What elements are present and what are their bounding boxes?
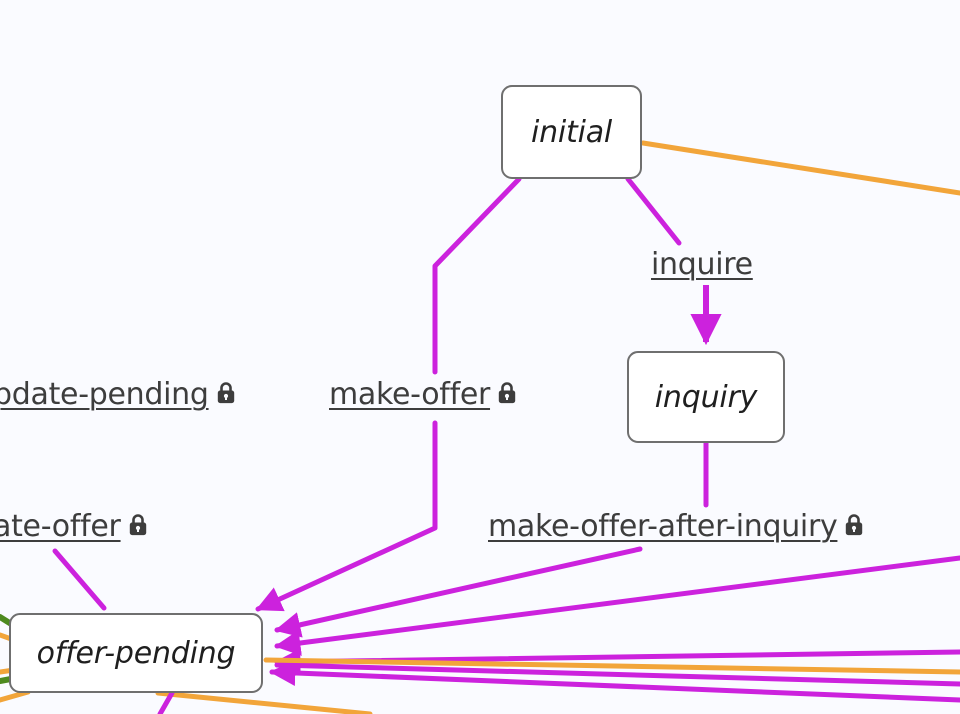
edge-incoming-offer-pending-c xyxy=(274,662,960,687)
state-label-inquiry: inquiry xyxy=(654,379,758,415)
transition-label-update-offer-text: ate-offer xyxy=(0,509,121,544)
state-label-offer-pending: offer-pending xyxy=(36,635,236,671)
lock-icon xyxy=(497,381,517,409)
state-node-initial[interactable]: initial xyxy=(501,85,642,179)
edge-offer-pending-bottom-out xyxy=(157,690,175,714)
state-label-initial: initial xyxy=(530,114,613,150)
lock-icon xyxy=(844,513,864,541)
edge-incoming-offer-pending-d xyxy=(269,659,960,703)
transition-label-make-offer-text: make-offer xyxy=(329,377,491,412)
edge-make-offer-to-offer-pending xyxy=(255,420,438,612)
transition-label-update-pending[interactable]: pdate-pending xyxy=(0,377,238,412)
lock-icon xyxy=(216,381,236,409)
transition-label-update-pending-text: pdate-pending xyxy=(0,377,209,412)
state-node-offer-pending[interactable]: offer-pending xyxy=(9,613,263,693)
edge-offer-pending-orange-bottom-left xyxy=(0,689,31,703)
edge-update-offer-to-offer-pending xyxy=(52,548,107,611)
transition-label-make-offer-after-inquiry[interactable]: make-offer-after-inquiry xyxy=(486,509,867,544)
transition-label-update-offer[interactable]: ate-offer xyxy=(0,509,150,544)
edge-offer-pending-orange-out xyxy=(155,690,373,714)
lock-icon xyxy=(128,513,148,541)
transition-label-inquire[interactable]: inquire xyxy=(649,247,755,282)
edge-initial-orange xyxy=(640,140,960,196)
state-node-inquiry[interactable]: inquiry xyxy=(627,351,785,443)
edge-after-inquiry-to-offer-pending xyxy=(274,546,643,638)
edge-incoming-offer-pending-a xyxy=(274,555,960,656)
edge-initial-to-make-offer-label xyxy=(432,176,522,375)
transition-label-make-offer-after-inquiry-text: make-offer-after-inquiry xyxy=(488,509,838,544)
edge-initial-to-inquire-label xyxy=(625,176,682,246)
transition-label-make-offer[interactable]: make-offer xyxy=(327,377,520,412)
edge-offer-pending-orange-in xyxy=(263,657,960,675)
transition-label-inquire-text: inquire xyxy=(651,247,753,282)
